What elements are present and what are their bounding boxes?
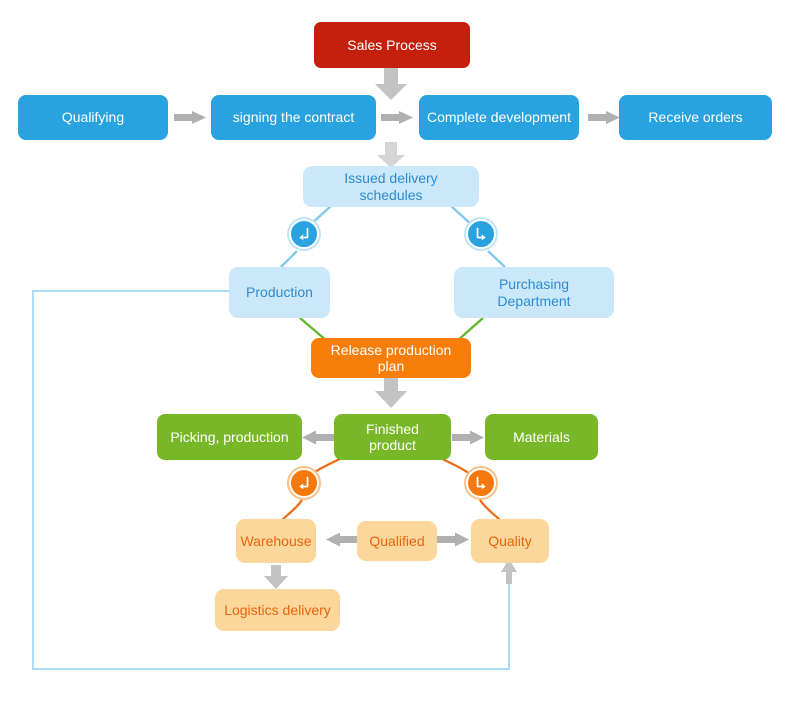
node-finished-product[interactable]: Finished product [334,414,451,460]
conn-qualifying-to-signing [174,111,206,124]
node-picking-production[interactable]: Picking, production [157,414,302,460]
arrow-down-left-icon [299,227,309,241]
badge-arrow-down-right-quality[interactable] [466,468,496,498]
node-issued-delivery-schedules[interactable]: Issued delivery schedules [303,166,479,207]
node-logistics-delivery[interactable]: Logistics delivery [215,589,340,631]
node-label: Materials [513,428,570,445]
arrow-down-right-icon [476,476,486,490]
node-signing-the-contract[interactable]: signing the contract [211,95,376,140]
conn-finished-to-picking [302,430,334,445]
node-label: Release production plan [330,341,452,374]
node-label: Qualifying [61,109,125,126]
conn-release-to-finished [375,374,407,408]
arrow-down-left-icon [299,476,309,490]
conn-warehouse-to-logistics [264,565,288,589]
node-label: Sales Process [347,36,437,53]
node-label: Finished product [366,420,419,453]
node-label: Production [246,284,313,301]
conn-complete-to-issued [377,142,405,168]
node-purchasing-department[interactable]: Purchasing Department [454,267,614,318]
node-label: Complete development [427,109,571,126]
node-label: Picking, production [170,428,289,445]
arrow-down-right-icon [476,227,486,241]
node-warehouse[interactable]: Warehouse [236,519,316,563]
badge-arrow-down-right-purchasing[interactable] [466,219,496,249]
node-quality[interactable]: Quality [471,519,549,563]
node-label: Issued delivery schedules [344,170,438,203]
conn-qualified-to-quality [437,532,469,547]
node-label: Receive orders [648,109,743,126]
conn-qualified-to-warehouse [326,532,358,547]
node-production[interactable]: Production [229,267,330,318]
badge-arrow-down-left-production[interactable] [289,219,319,249]
conn-loop-back-line [32,290,510,670]
conn-signing-to-complete [381,111,413,124]
node-label: Qualified [369,532,425,549]
node-release-production-plan[interactable]: Release production plan [311,338,471,378]
node-label: Warehouse [240,532,312,549]
node-label: signing the contract [232,109,355,126]
node-materials[interactable]: Materials [485,414,598,460]
node-qualified[interactable]: Qualified [357,521,437,561]
conn-loop-arrowhead [501,559,517,584]
conn-release-green-lines [299,317,484,342]
node-receive-orders[interactable]: Receive orders [619,95,772,140]
node-sales-process[interactable]: Sales Process [314,22,470,68]
badge-arrow-down-left-warehouse[interactable] [289,468,319,498]
node-qualifying[interactable]: Qualifying [18,95,168,140]
conn-sales-to-complete [375,68,407,100]
conn-finished-to-materials [452,430,484,445]
node-complete-development[interactable]: Complete development [419,95,579,140]
conn-complete-to-receive [588,111,620,124]
node-label: Quality [488,532,532,549]
node-label: Logistics delivery [224,601,331,618]
node-label: Purchasing Department [497,276,571,309]
